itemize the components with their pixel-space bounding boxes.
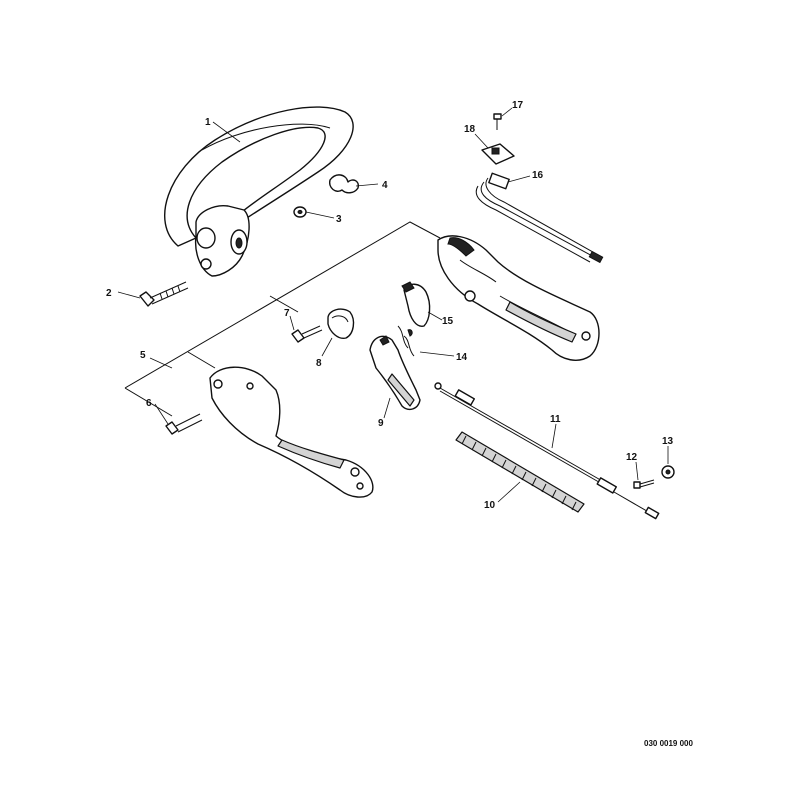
callout-17: 17	[512, 100, 524, 111]
callout-2: 2	[106, 288, 112, 299]
spiral-hose-part[interactable]	[455, 431, 585, 513]
front-handle-shell-part[interactable]	[209, 366, 374, 498]
leader-lines	[117, 107, 669, 503]
screw-12-part[interactable]	[633, 479, 655, 489]
throttle-trigger-part[interactable]	[401, 281, 431, 327]
small-screw-part[interactable]	[493, 113, 502, 130]
callout-15: 15	[442, 316, 454, 327]
callout-5: 5	[140, 350, 146, 361]
wing-nut-part[interactable]	[328, 174, 360, 194]
callout-16: 16	[532, 170, 544, 181]
callout-12: 12	[626, 452, 638, 463]
callout-6: 6	[146, 398, 152, 409]
clamp-part[interactable]	[327, 308, 355, 339]
screw-6-part[interactable]	[165, 413, 203, 435]
clip-part[interactable]	[481, 143, 515, 165]
cable-part[interactable]	[475, 172, 604, 264]
washer-13-part[interactable]	[661, 465, 675, 479]
spring-part[interactable]	[397, 325, 415, 357]
callout-9: 9	[378, 418, 384, 429]
callout-8: 8	[316, 358, 322, 369]
reference-code: 030 0019 000	[644, 739, 693, 748]
callout-13: 13	[662, 436, 674, 447]
washer-part[interactable]	[293, 206, 307, 218]
loop-handle-part[interactable]	[164, 106, 354, 277]
callout-10: 10	[484, 500, 496, 511]
callout-14: 14	[456, 352, 468, 363]
callout-7: 7	[284, 308, 290, 319]
callout-3: 3	[336, 214, 342, 225]
throttle-cable-part[interactable]	[434, 382, 660, 520]
callouts: 1 2 3 4 5 6 7 8 9 10 11 12 13 14 15 16 1…	[106, 100, 674, 511]
callout-1: 1	[205, 117, 211, 128]
callout-4: 4	[382, 180, 388, 191]
rear-handle-shell-part[interactable]	[437, 235, 600, 361]
callout-11: 11	[550, 414, 561, 425]
throttle-lever-part[interactable]	[369, 335, 421, 411]
assembly-bracket	[124, 221, 441, 417]
screw-7-part[interactable]	[291, 325, 323, 343]
callout-18: 18	[464, 124, 476, 135]
bolt-part[interactable]	[139, 281, 189, 307]
